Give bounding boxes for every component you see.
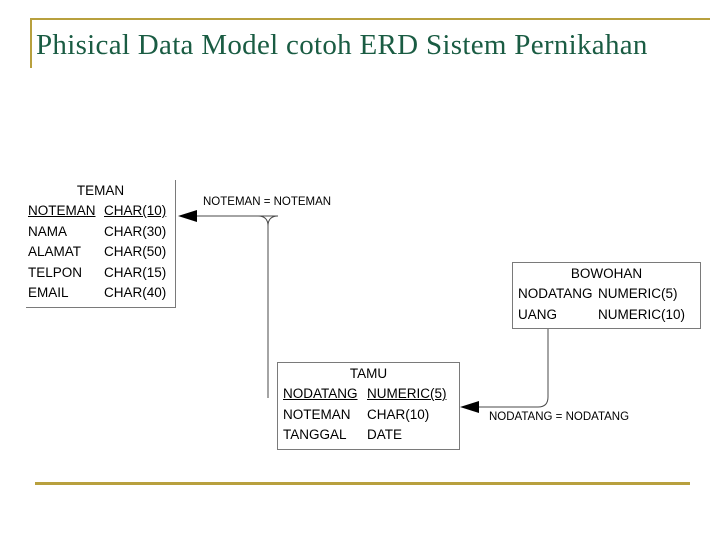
table-row: NOTEMAN CHAR(10)	[26, 201, 175, 222]
entity-bowohan[interactable]: BOWOHAN NODATANG NUMERIC(5) UANG NUMERIC…	[512, 262, 701, 330]
title-top-rule	[30, 18, 710, 110]
column-type: NUMERIC(5)	[598, 286, 678, 301]
column-name: UANG	[518, 306, 558, 322]
relationship-label-noteman: NOTEMAN = NOTEMAN	[203, 196, 332, 208]
table-row: EMAIL CHAR(40)	[26, 283, 175, 304]
table-row: ALAMAT CHAR(50)	[26, 242, 175, 263]
column-name: NODATANG	[283, 386, 358, 401]
entity-bowohan-title: BOWOHAN	[570, 266, 643, 281]
entity-tamu[interactable]: TAMU NODATANG NUMERIC(5) NOTEMAN CHAR(10…	[277, 362, 460, 450]
column-type: CHAR(15)	[104, 264, 167, 280]
entity-teman[interactable]: TEMAN NOTEMAN CHAR(10) NAMA CHAR(30) ALA…	[26, 180, 176, 308]
column-type: NUMERIC(5)	[367, 386, 447, 401]
table-row: NOTEMAN CHAR(10)	[278, 405, 459, 426]
table-row: NODATANG NUMERIC(5)	[278, 384, 459, 405]
column-name: ALAMAT	[28, 244, 82, 260]
entity-tamu-columns: NODATANG NUMERIC(5) NOTEMAN CHAR(10) TAN…	[278, 384, 459, 449]
column-name: NOTEMAN	[283, 406, 351, 422]
entity-tamu-title: TAMU	[349, 366, 388, 381]
column-name: NODATANG	[518, 286, 593, 301]
connector-tamu-to-teman	[197, 215, 279, 398]
arrowhead-tamu	[460, 401, 479, 413]
column-type: CHAR(30)	[104, 223, 167, 239]
entity-teman-title: TEMAN	[76, 183, 125, 198]
column-name: NAMA	[28, 223, 68, 239]
column-type: CHAR(10)	[104, 203, 167, 218]
relationship-label-nodatang: NODATANG = NODATANG	[489, 411, 630, 423]
entity-teman-columns: NOTEMAN CHAR(10) NAMA CHAR(30) ALAMAT CH…	[26, 201, 175, 307]
table-row: NODATANG NUMERIC(5)	[513, 284, 700, 305]
column-type: NUMERIC(10)	[598, 306, 686, 322]
column-name: TANGGAL	[283, 427, 347, 443]
column-name: TELPON	[28, 264, 83, 280]
table-row: UANG NUMERIC(10)	[513, 305, 700, 326]
column-name: EMAIL	[28, 285, 69, 301]
title-left-rule	[30, 18, 32, 68]
column-type: CHAR(10)	[367, 406, 430, 422]
arrowhead-teman	[178, 210, 197, 222]
table-row: NAMA CHAR(30)	[26, 222, 175, 243]
page-title: Phisical Data Model cotoh ERD Sistem Per…	[36, 29, 648, 61]
column-name: NOTEMAN	[28, 203, 96, 218]
column-type: CHAR(50)	[104, 244, 167, 260]
column-type: CHAR(40)	[104, 285, 167, 301]
connector-tamu-to-teman-path	[197, 215, 269, 398]
column-type: DATE	[367, 427, 403, 443]
table-row: TELPON CHAR(15)	[26, 263, 175, 284]
entity-bowohan-columns: NODATANG NUMERIC(5) UANG NUMERIC(10)	[513, 284, 700, 328]
table-row: TANGGAL DATE	[278, 425, 459, 446]
connector-bowohan-to-tamu	[479, 312, 549, 408]
footer-rule	[35, 482, 690, 485]
